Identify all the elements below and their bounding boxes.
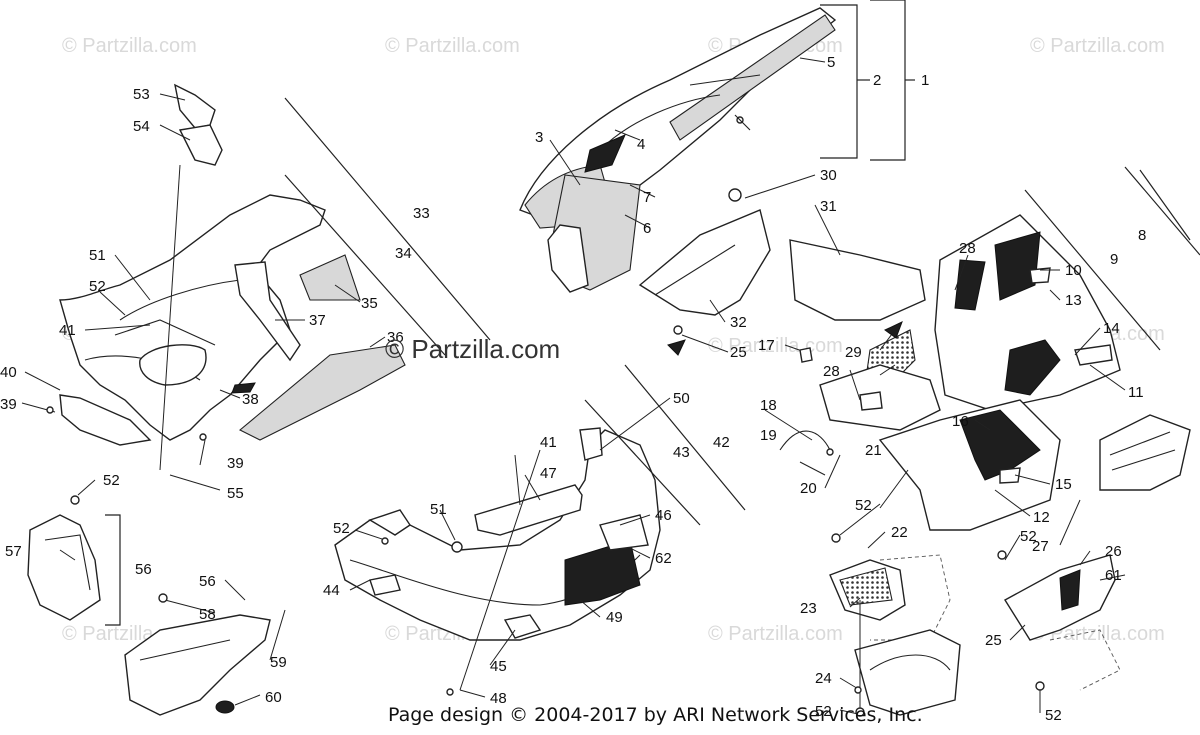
callout-24: 24 (815, 670, 832, 687)
callout-42: 42 (713, 434, 730, 451)
callout-52d: 52 (1045, 707, 1062, 724)
callout-15: 15 (1055, 476, 1072, 493)
callout-50: 50 (673, 390, 690, 407)
callout-45: 45 (490, 658, 507, 675)
callout-12: 12 (1033, 509, 1050, 526)
watermark: © Partzilla.com (708, 335, 843, 357)
callout-9: 9 (1110, 251, 1118, 268)
callout-56b: 56 (199, 573, 216, 590)
callout-52b: 52 (1020, 528, 1037, 545)
callout-7: 7 (643, 189, 651, 206)
callout-29: 29 (845, 344, 862, 361)
callout-14: 14 (1103, 320, 1120, 337)
callout-41b: 41 (540, 434, 557, 451)
callout-44: 44 (323, 582, 340, 599)
callout-1: 1 (921, 72, 929, 89)
callout-57: 57 (5, 543, 22, 560)
callout-41a: 41 (59, 322, 76, 339)
callout-11: 11 (1128, 384, 1144, 401)
callout-53: 53 (133, 86, 150, 103)
callout-25a: 25 (730, 344, 747, 361)
callout-25b: 25 (985, 632, 1002, 649)
callout-62: 62 (655, 550, 672, 567)
callout-17: 17 (758, 337, 775, 354)
callout-31: 31 (820, 198, 837, 215)
callout-10: 10 (1065, 262, 1082, 279)
callout-18: 18 (760, 397, 777, 414)
callout-36: 36 (387, 329, 404, 346)
callout-51b: 51 (430, 501, 447, 518)
brackets (105, 0, 1200, 626)
callout-37: 37 (309, 312, 326, 329)
leader-lines (21, 57, 1126, 715)
watermark: © Partzilla.com (62, 35, 197, 57)
callout-22: 22 (891, 524, 908, 541)
callout-55: 55 (227, 485, 244, 502)
callout-43: 43 (673, 444, 690, 461)
callout-13: 13 (1065, 292, 1082, 309)
callout-2: 2 (873, 72, 881, 89)
callout-32: 32 (730, 314, 747, 331)
callout-54: 54 (133, 118, 150, 135)
copyright-footer: Page design © 2004-2017 by ARI Network S… (388, 704, 923, 726)
windshield-assembly (519, 7, 837, 293)
callout-52c: 52 (815, 703, 832, 720)
callout-23: 23 (800, 600, 817, 617)
callout-34: 34 (395, 245, 412, 262)
callout-56a: 56 (135, 561, 152, 578)
side-panel-assembly (638, 209, 1191, 531)
callout-46: 46 (655, 507, 672, 524)
callout-30: 30 (820, 167, 837, 184)
callout-28b: 28 (823, 363, 840, 380)
callout-40: 40 (0, 364, 17, 381)
callout-28a: 28 (959, 240, 976, 257)
callout-8: 8 (1138, 227, 1146, 244)
callout-39a: 39 (0, 396, 17, 413)
callout-39b: 39 (227, 455, 244, 472)
callout-59: 59 (270, 654, 287, 671)
callout-19: 19 (760, 427, 777, 444)
belly-pan-assembly (334, 427, 661, 641)
callout-52g: 52 (103, 472, 120, 489)
callout-21: 21 (865, 442, 882, 459)
callout-58: 58 (199, 606, 216, 623)
fasteners (46, 188, 1045, 717)
hood-assembly (59, 83, 406, 446)
callout-5: 5 (827, 54, 835, 71)
callout-38: 38 (242, 391, 259, 408)
callout-6: 6 (643, 220, 651, 237)
callout-3: 3 (535, 129, 543, 146)
callout-52f: 52 (333, 520, 350, 537)
watermark: © Partzilla.com (708, 623, 843, 645)
callout-51a: 51 (89, 247, 106, 264)
callout-26: 26 (1105, 543, 1122, 560)
watermark: © Partzilla.com (1030, 35, 1165, 57)
callout-47: 47 (540, 465, 557, 482)
callout-52a: 52 (855, 497, 872, 514)
callout-4: 4 (637, 136, 645, 153)
callout-16: 16 (952, 413, 969, 430)
callout-61: 61 (1105, 567, 1122, 584)
callout-20: 20 (800, 480, 817, 497)
callout-48: 48 (490, 690, 507, 707)
lower-right-panels (829, 554, 1121, 716)
lower-left-panels (27, 514, 271, 716)
callout-labels: 5 2 1 3 4 7 6 30 31 32 25 17 28 8 9 10 1… (0, 54, 1146, 724)
callout-52e: 52 (89, 278, 106, 295)
callout-60: 60 (265, 689, 282, 706)
callout-35: 35 (361, 295, 378, 312)
watermark: © Partzilla.com (385, 35, 520, 57)
callout-33: 33 (413, 205, 430, 222)
callout-49: 49 (606, 609, 623, 626)
callout-27: 27 (1032, 538, 1049, 555)
watermark-center: © Partzilla.com (385, 334, 560, 364)
